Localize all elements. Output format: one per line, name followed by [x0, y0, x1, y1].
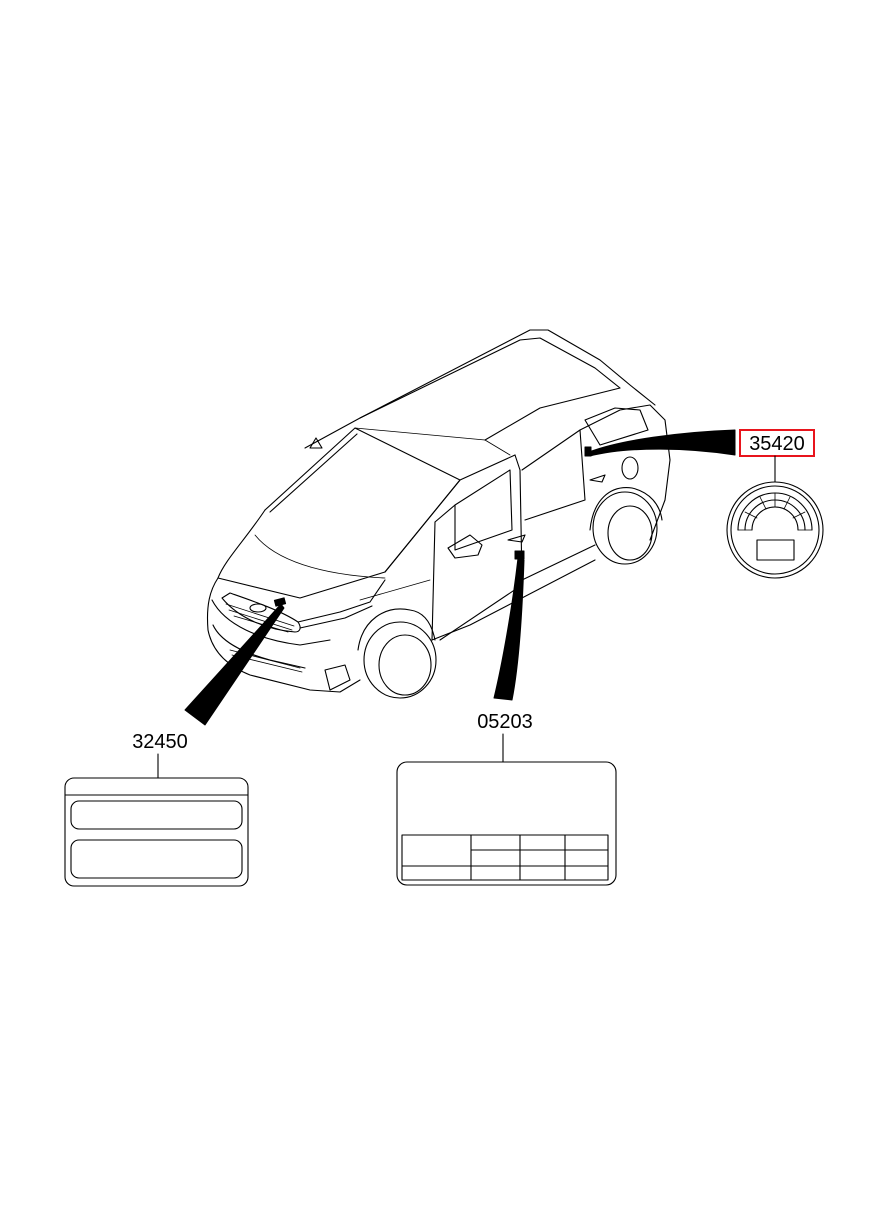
- part-35420-callout[interactable]: 35420: [726, 429, 824, 579]
- part-number-32450[interactable]: 32450: [132, 731, 188, 753]
- vehicle-illustration: [206, 329, 671, 699]
- part-number-35420[interactable]: 35420: [749, 433, 805, 455]
- leader-lines: [184, 429, 736, 726]
- fuel-cap-label-icon: [726, 481, 824, 579]
- part-32450-callout[interactable]: 32450: [64, 731, 249, 887]
- part-highlight-box: [739, 429, 815, 457]
- emission-label-icon: [64, 777, 249, 887]
- part-number-05203[interactable]: 05203: [477, 711, 533, 733]
- part-05203-callout[interactable]: 05203: [396, 711, 617, 886]
- tire-pressure-label-icon: [396, 761, 617, 886]
